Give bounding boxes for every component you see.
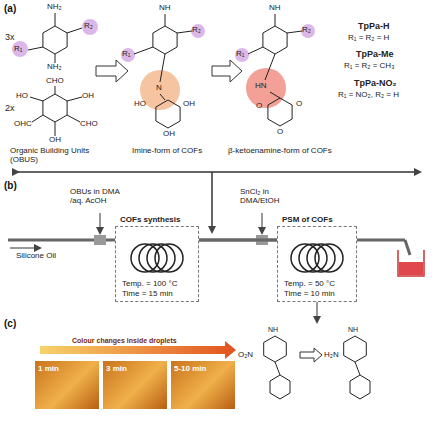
text-label: β-ketoenamine-form of COFs	[228, 147, 338, 156]
text-label: (a)	[4, 3, 16, 14]
r-highlight	[121, 48, 135, 62]
text-label: R₁ = R₂ = CH₃	[344, 62, 394, 71]
flow-tube	[199, 239, 277, 242]
node-heading: 1 min	[38, 364, 59, 373]
text-label: N	[156, 84, 162, 93]
droplet-photo: 1 min	[34, 360, 100, 410]
r-highlight	[301, 24, 315, 38]
r-highlight	[82, 19, 98, 35]
r-highlight	[235, 48, 249, 62]
reaction-arrow	[96, 60, 128, 82]
text-label: HO	[134, 100, 146, 109]
text-label: R₁	[236, 50, 244, 59]
text-label: NH₂	[47, 63, 62, 72]
text-label: TpPa-NO₂	[354, 79, 397, 89]
text-label: H₂N	[324, 351, 339, 360]
text-label: SnCl₂ in DMA/EtOH	[240, 188, 295, 206]
node-text: Time = 15 min	[122, 289, 173, 298]
text-label: OH	[163, 130, 175, 139]
keto-ring	[270, 375, 290, 399]
text-label: OHC	[14, 120, 32, 129]
text-label: 3x	[5, 33, 15, 43]
text-label: Organic Building Units (OBUS)	[10, 147, 105, 165]
reactor-box: COFs synthesisTemp. = 100 °CTime = 15 mi…	[115, 226, 199, 302]
text-label: R₁ = R₂ = H	[348, 34, 389, 43]
benzene-ring	[263, 26, 287, 54]
text-label: R₂	[302, 26, 311, 35]
benzene-ring	[344, 336, 367, 362]
node-heading: 3 min	[106, 364, 127, 373]
text-label: O₂N	[238, 351, 253, 360]
text-label: NH	[269, 4, 281, 13]
text-label: R₁	[14, 45, 22, 54]
node-heading: COFs synthesis	[120, 215, 180, 224]
enamine-highlight	[246, 68, 286, 108]
text-label: HN	[255, 82, 267, 91]
droplet-photo: 5-10 min	[170, 360, 236, 410]
text-label: O	[296, 100, 302, 109]
collection-beaker	[398, 250, 424, 276]
node-text: Temp. = 100 °C	[122, 279, 177, 288]
text-label: O	[277, 128, 283, 137]
text-label: (b)	[4, 180, 17, 191]
node-text: Time = 10 min	[284, 289, 335, 298]
text-label: NH₂	[47, 3, 62, 12]
text-label: NH	[348, 326, 358, 334]
benzene-ring	[43, 94, 67, 122]
text-label: 2x	[5, 104, 15, 114]
text-label: Imine-form of COFs	[132, 147, 217, 156]
benzene-ring	[156, 100, 180, 128]
node-text: Temp. = 50 °C	[284, 279, 335, 288]
text-label: R₂	[192, 26, 201, 35]
text-label: CHO	[46, 77, 64, 86]
text-label: CHO	[80, 120, 98, 129]
text-label: R₂	[84, 22, 93, 31]
text-label: OH	[183, 100, 195, 109]
text-label: NH	[159, 4, 171, 13]
r-highlight	[12, 41, 28, 57]
text-label: Colour changes inside droplets	[72, 337, 177, 345]
keto-ring	[268, 98, 292, 126]
reactor-box: PSM of COFsTemp. = 50 °CTime = 10 min	[277, 226, 357, 302]
text-label: OBUs in DMA /aq. AcOH	[70, 188, 130, 206]
text-label: OH	[49, 136, 61, 145]
coil-reactor	[291, 244, 343, 272]
text-label: NH	[268, 326, 278, 334]
text-label: Silicone Oil	[16, 252, 56, 261]
text-label: TpPa-Me	[356, 50, 394, 60]
keto-ring	[350, 375, 370, 399]
r-highlight	[191, 24, 205, 38]
node-heading: 5-10 min	[174, 364, 206, 373]
text-label: (c)	[4, 318, 16, 329]
droplet-photo: 3 min	[102, 360, 168, 410]
benzene-ring	[43, 26, 67, 54]
text-label: TpPa-H	[358, 22, 390, 32]
text-label: HO	[16, 92, 28, 101]
text-label: R₁	[122, 50, 130, 59]
node-heading: PSM of COFs	[282, 215, 333, 224]
text-label: R₁ = NO₂, R₂ = H	[338, 91, 399, 100]
coil-reactor	[131, 244, 183, 272]
text-label: O	[256, 102, 262, 111]
text-label: OH	[82, 92, 94, 101]
benzene-ring	[264, 336, 287, 362]
reaction-arrow	[300, 348, 322, 362]
reaction-arrow	[212, 60, 242, 82]
benzene-ring	[153, 26, 177, 54]
